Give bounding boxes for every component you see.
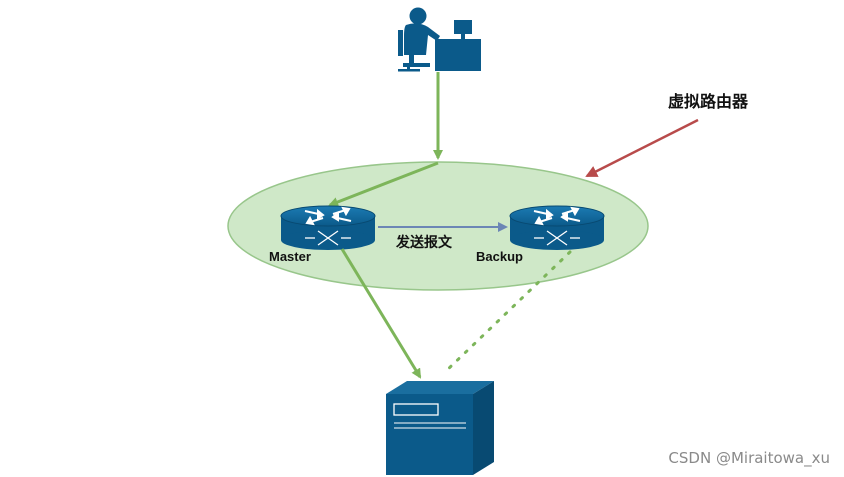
master-router-icon [280,205,376,250]
virtual-router-pointer [585,118,699,178]
virtual-router-label: 虚拟路由器 [668,92,749,111]
link-backup-to-server-standby [443,250,572,374]
server-icon [386,381,494,475]
link-master-to-server [340,248,422,379]
watermark: CSDN @Miraitowa_xu [668,449,830,467]
send-message-label: 发送报文 [395,234,453,250]
master-label: Master [269,249,311,264]
backup-label: Backup [476,249,523,264]
backup-router-icon [509,205,605,250]
user-at-desk-icon [398,7,481,72]
link-group-to-master [328,161,439,207]
